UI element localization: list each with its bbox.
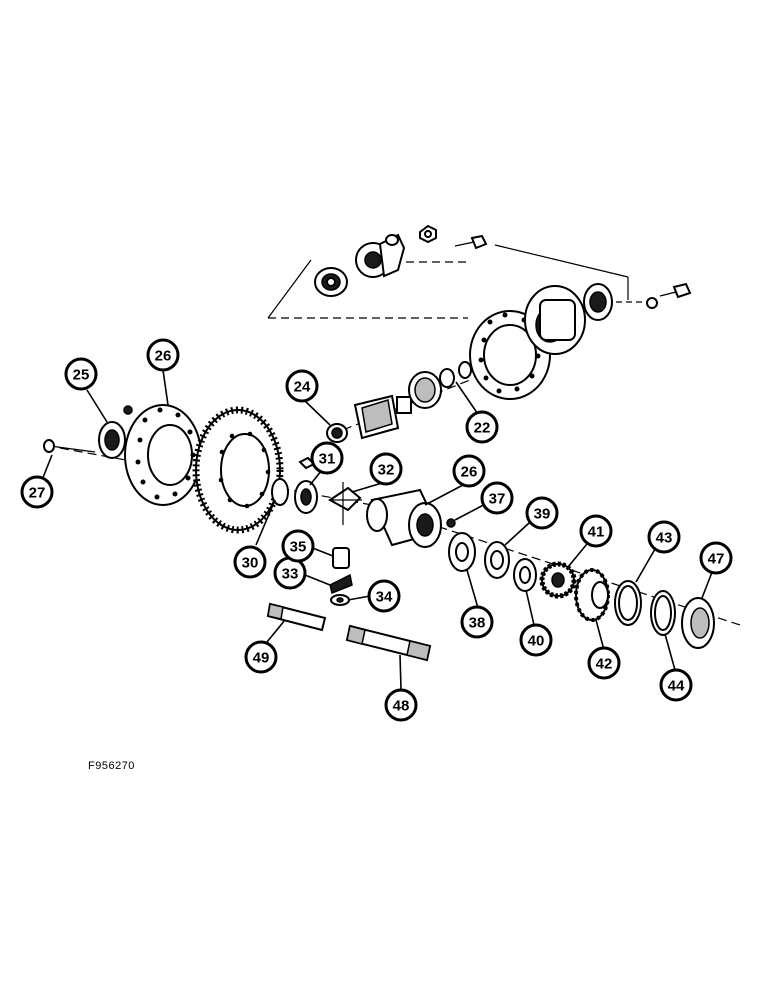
- coupler-bearing: [539, 561, 610, 622]
- svg-text:24: 24: [294, 379, 311, 396]
- callout-37: 37: [480, 481, 514, 515]
- callout-48: 48: [384, 688, 418, 722]
- callout-42: 42: [587, 646, 621, 680]
- side-gear-group: [271, 478, 362, 525]
- retaining-parts: [614, 580, 715, 649]
- svg-text:48: 48: [393, 698, 410, 715]
- callout-26-left: 26: [146, 338, 180, 372]
- svg-text:43: 43: [656, 530, 673, 547]
- inset-carrier: [355, 233, 406, 278]
- svg-text:40: 40: [528, 633, 545, 650]
- svg-text:41: 41: [588, 524, 605, 541]
- callout-38: 38: [460, 605, 494, 639]
- svg-text:22: 22: [474, 420, 491, 437]
- callout-47: 47: [699, 541, 733, 575]
- svg-text:49: 49: [253, 650, 270, 667]
- svg-text:37: 37: [489, 491, 506, 508]
- svg-text:31: 31: [319, 451, 336, 468]
- svg-text:42: 42: [596, 656, 613, 673]
- callout-32: 32: [369, 452, 403, 486]
- svg-text:26: 26: [155, 348, 172, 365]
- svg-text:44: 44: [668, 678, 685, 695]
- axle-shafts: [266, 602, 432, 662]
- svg-text:25: 25: [73, 367, 90, 384]
- svg-text:27: 27: [29, 485, 46, 502]
- inset-group: [267, 224, 629, 319]
- callout-24: 24: [285, 369, 319, 403]
- svg-text:26: 26: [461, 464, 478, 481]
- svg-text:33: 33: [282, 566, 299, 583]
- callout-34: 34: [367, 579, 401, 613]
- washer-stack: [448, 532, 537, 592]
- inset-nut: [419, 224, 437, 244]
- callout-27: 27: [20, 475, 54, 509]
- callout-49: 49: [244, 640, 278, 674]
- callout-44: 44: [659, 668, 693, 702]
- callout-39: 39: [525, 496, 559, 530]
- callout-26-right: 26: [452, 454, 486, 488]
- svg-text:47: 47: [708, 551, 725, 568]
- svg-text:32: 32: [378, 462, 395, 479]
- callout-40: 40: [519, 623, 553, 657]
- callout-31: 31: [310, 441, 344, 475]
- callout-25: 25: [64, 357, 98, 391]
- upper-right-housing: [469, 282, 692, 400]
- pinion-assembly: [326, 361, 472, 443]
- callout-43: 43: [647, 520, 681, 554]
- callout-22: 22: [465, 410, 499, 444]
- svg-text:34: 34: [376, 589, 393, 606]
- figure-id: F956270: [88, 760, 135, 772]
- inset-seal: [314, 267, 348, 297]
- svg-text:38: 38: [469, 615, 486, 632]
- ring-gear: [192, 406, 316, 534]
- differential-case-left: [43, 404, 373, 506]
- callout-30: 30: [233, 545, 267, 579]
- callout-41: 41: [579, 514, 613, 548]
- differential-case-right: [366, 488, 741, 626]
- svg-text:35: 35: [290, 539, 307, 556]
- svg-text:30: 30: [242, 555, 259, 572]
- spider-pinion-parts: [329, 547, 353, 606]
- inset-bolt: [454, 234, 488, 250]
- callout-35: 35: [281, 529, 315, 563]
- callout-33: 33: [273, 556, 307, 590]
- svg-text:39: 39: [534, 506, 551, 523]
